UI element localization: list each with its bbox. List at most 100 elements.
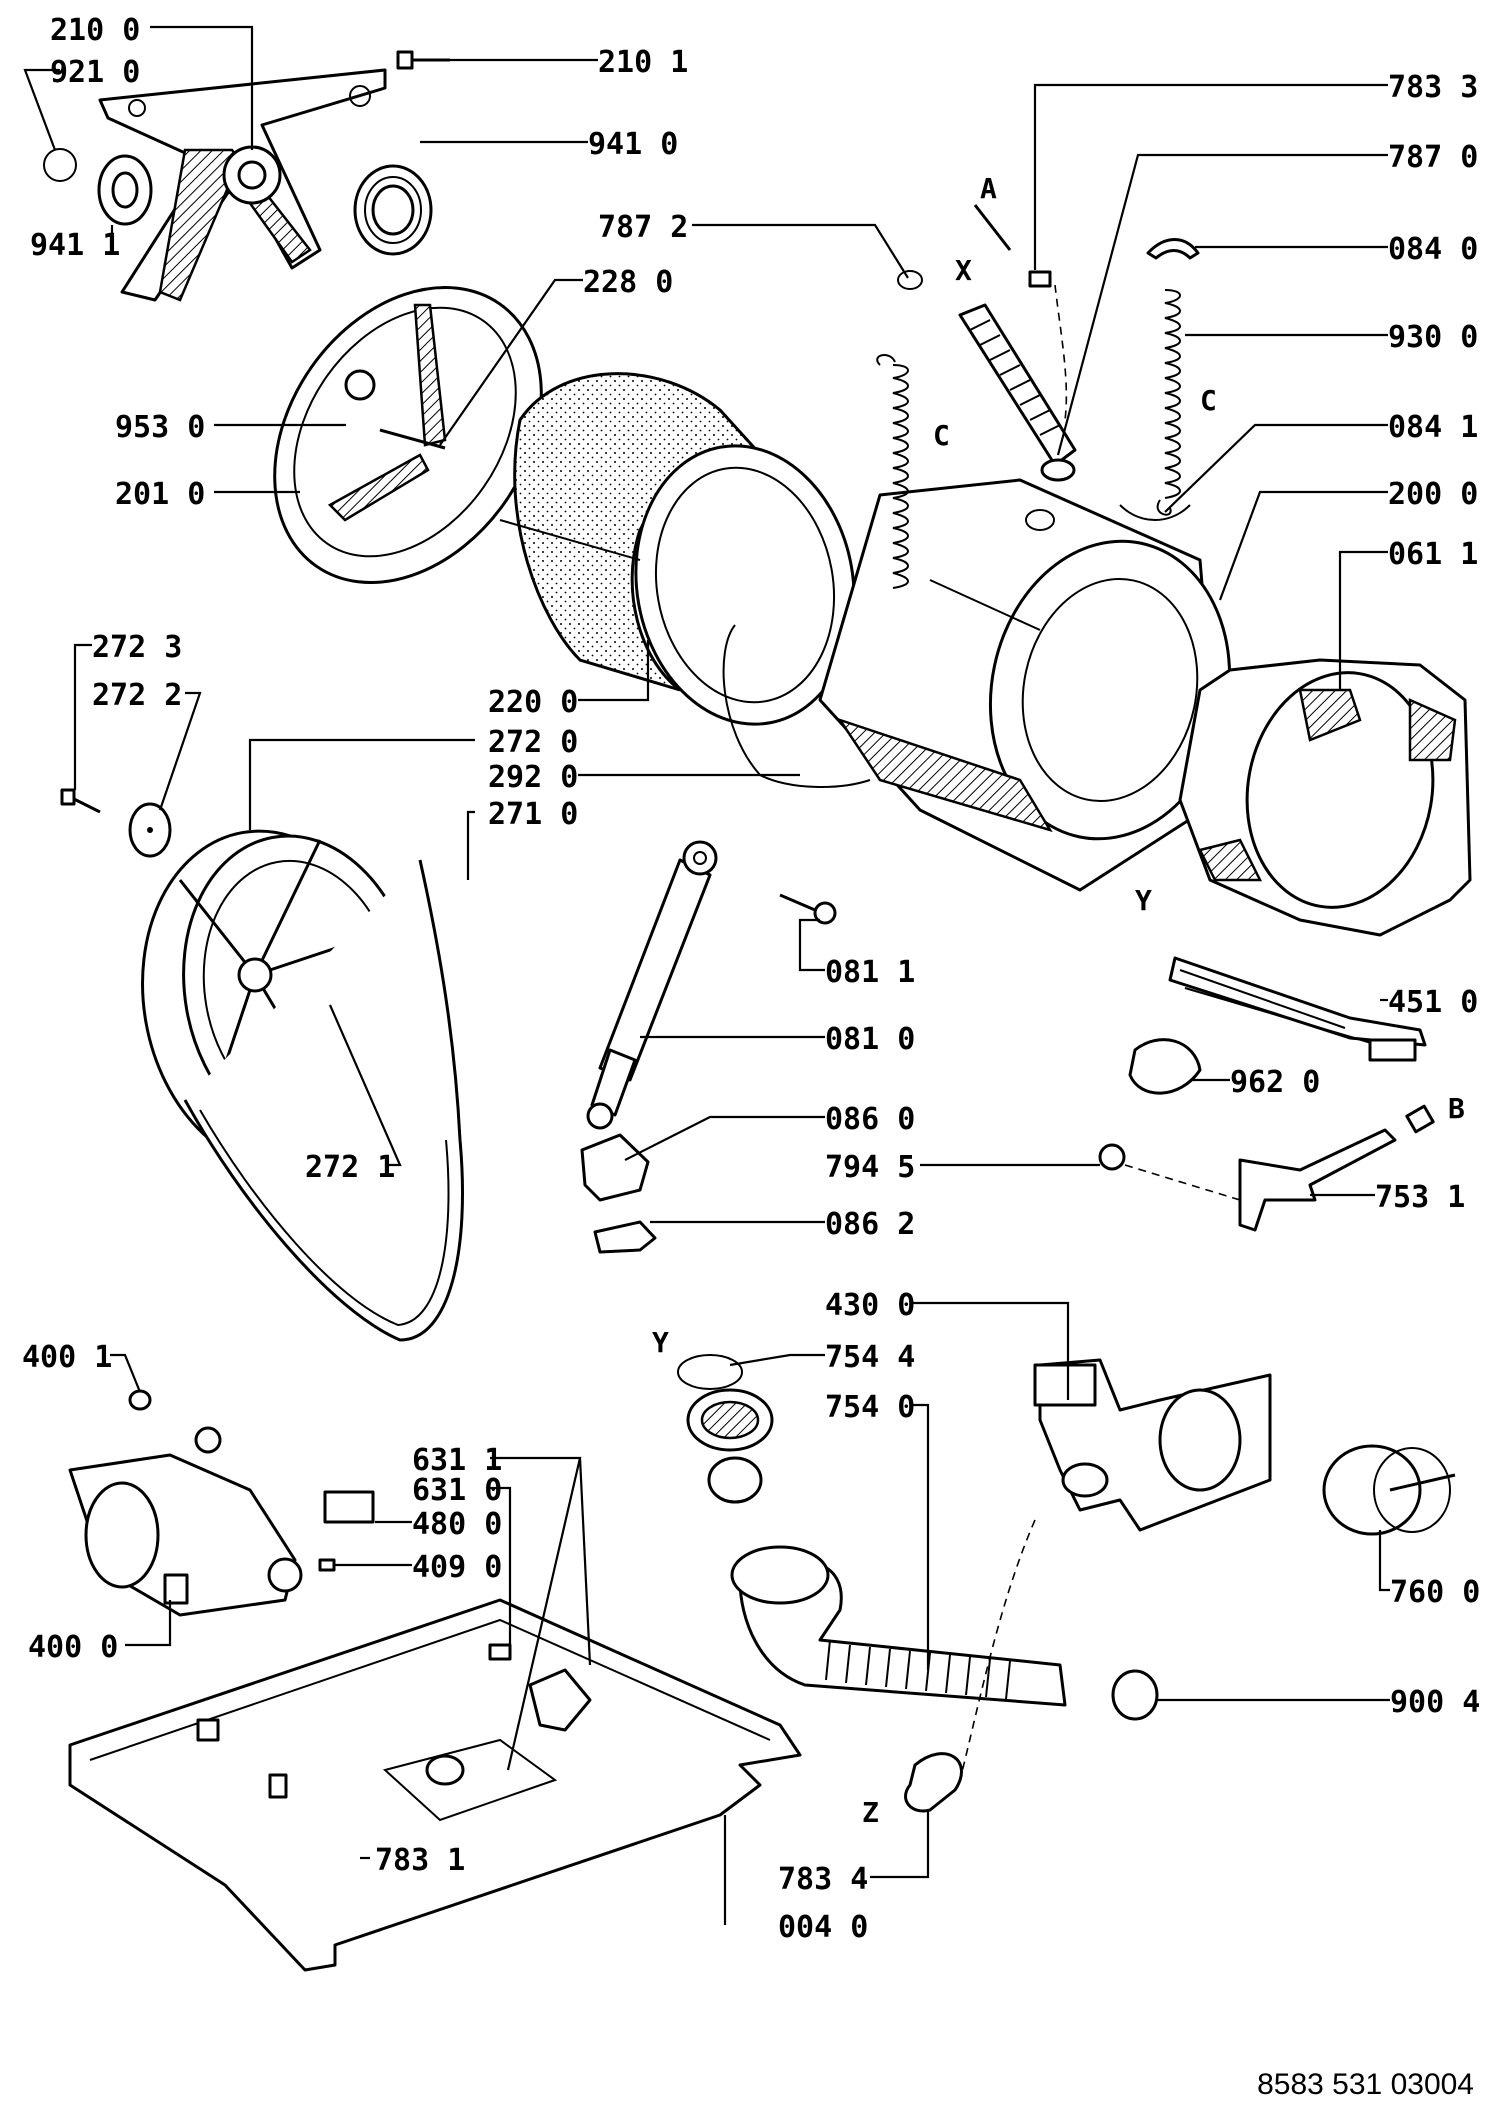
label-p9300: 930 0 [1388, 320, 1478, 355]
drum-part [499, 372, 856, 726]
label-p2010: 201 0 [115, 477, 205, 512]
heater-sensor-part [1128, 1038, 1202, 1095]
label-p2101: 210 1 [598, 45, 688, 80]
label-p7831: 783 1 [375, 1843, 465, 1878]
leader-p0611 [1338, 550, 1388, 690]
drain-pump-part [1033, 1358, 1272, 1532]
leader-p7872 [692, 223, 909, 279]
label-p2920: 292 0 [488, 760, 578, 795]
label-p0810: 081 0 [825, 1022, 915, 1057]
spring-left-part [876, 354, 909, 589]
leader-p0841 [1164, 423, 1388, 513]
label-p4300: 430 0 [825, 1288, 915, 1323]
document-number: 8583 531 03004 [1257, 2068, 1474, 2101]
heater-element-part [1168, 956, 1427, 1062]
label-p0840: 084 0 [1388, 232, 1478, 267]
label-p4000: 400 0 [28, 1630, 118, 1665]
leader-p0811 [798, 918, 825, 972]
motor-connector-part [323, 1490, 375, 1524]
label-p7544: 754 4 [825, 1340, 915, 1375]
label-p0841: 084 1 [1388, 410, 1478, 445]
leader-p7544 [729, 1353, 825, 1367]
sump-hose-part [730, 1545, 1067, 1707]
outer-tub-part [818, 478, 1232, 892]
sump-seal-ring-part [677, 1354, 743, 1390]
callout-y-hose: Y [652, 1326, 669, 1359]
bearing-large-part [353, 164, 433, 256]
pulley-bolt-part [60, 788, 101, 814]
callout-c-right: C [1200, 384, 1217, 417]
label-p7540: 754 0 [825, 1390, 915, 1425]
leader-p9210 [23, 68, 60, 151]
label-p2000: 200 0 [1388, 477, 1478, 512]
leader-p4001 [110, 1353, 142, 1393]
leader-p6310 [490, 1486, 512, 1650]
label-p7600: 760 0 [1390, 1575, 1480, 1610]
shock-mount-part [580, 1133, 650, 1202]
mount-clip-part [593, 1220, 657, 1254]
callout-z: Z [862, 1796, 879, 1829]
label-p4001: 400 1 [22, 1340, 112, 1375]
door-seal-ring-part [1178, 658, 1472, 937]
sump-valve-part [707, 1456, 763, 1504]
label-p4090: 409 0 [412, 1550, 502, 1585]
leader-p6311 [490, 1456, 592, 1771]
label-p0040: 004 0 [778, 1910, 868, 1945]
pressure-switch-part [1098, 1143, 1126, 1171]
label-p2721: 272 1 [305, 1150, 395, 1185]
circlip-part [43, 148, 77, 182]
pulley-washer-part [128, 802, 172, 858]
hose-clip-part [1111, 1669, 1159, 1721]
spring-hook-top-part [1146, 238, 1200, 260]
leader-p7600 [1378, 1530, 1390, 1592]
leader-p2200 [578, 640, 650, 702]
label-p2722: 272 2 [92, 678, 182, 713]
label-p7531: 753 1 [1375, 1180, 1465, 1215]
drive-belt-part [183, 859, 464, 1342]
label-p2280: 228 0 [583, 265, 673, 300]
label-p9411: 941 1 [30, 228, 120, 263]
callout-c-left: C [933, 419, 950, 452]
label-p6311: 631 1 [412, 1443, 502, 1478]
leader-p2722 [158, 691, 202, 811]
leader-p2710 [466, 810, 475, 880]
motor-clip-part [318, 1558, 336, 1572]
leader-p2723 [73, 643, 92, 790]
bellows-hose-part [958, 303, 1077, 482]
leader-p7834 [870, 1810, 930, 1879]
label-p9410: 941 0 [588, 127, 678, 162]
leader-p2000 [1218, 490, 1388, 601]
leader-p7870 [1056, 153, 1388, 456]
label-p7833: 783 3 [1388, 70, 1478, 105]
leader-p0860 [624, 1115, 825, 1161]
level-sensor-bracket-part [1238, 1128, 1397, 1232]
callout-b: B [1448, 1092, 1465, 1125]
callout-x: X [955, 254, 972, 287]
label-p9620: 962 0 [1230, 1065, 1320, 1100]
label-p9004: 900 4 [1390, 1685, 1480, 1720]
rear-tub-shell-part [273, 285, 543, 585]
leader-p7833 [1033, 83, 1388, 270]
callout-a: A [980, 172, 997, 205]
label-p0611: 061 1 [1388, 537, 1478, 572]
leader-p7540 [912, 1403, 930, 1670]
bellows-route-line [1054, 284, 1068, 421]
pump-filter-part [1322, 1444, 1456, 1536]
label-p2720: 272 0 [488, 725, 578, 760]
spring-right-part [1156, 289, 1181, 516]
spider-bolt-part [396, 50, 450, 70]
base-frame-part [68, 1598, 802, 1972]
hose-clamp-part [897, 270, 923, 290]
pin-a-part [973, 204, 1012, 251]
leader-p2280 [439, 278, 583, 446]
label-p7834: 783 4 [778, 1862, 868, 1897]
hose-route-line [959, 1519, 1036, 1781]
shock-absorber-part [586, 840, 718, 1130]
leader-p2720 [248, 738, 475, 830]
shock-bolt-part [779, 893, 837, 925]
label-p4800: 480 0 [412, 1507, 502, 1542]
label-p7870: 787 0 [1388, 140, 1478, 175]
connector-b-part [1405, 1104, 1435, 1134]
spider-part [98, 68, 387, 302]
callout-y-tub: Y [1135, 884, 1152, 917]
